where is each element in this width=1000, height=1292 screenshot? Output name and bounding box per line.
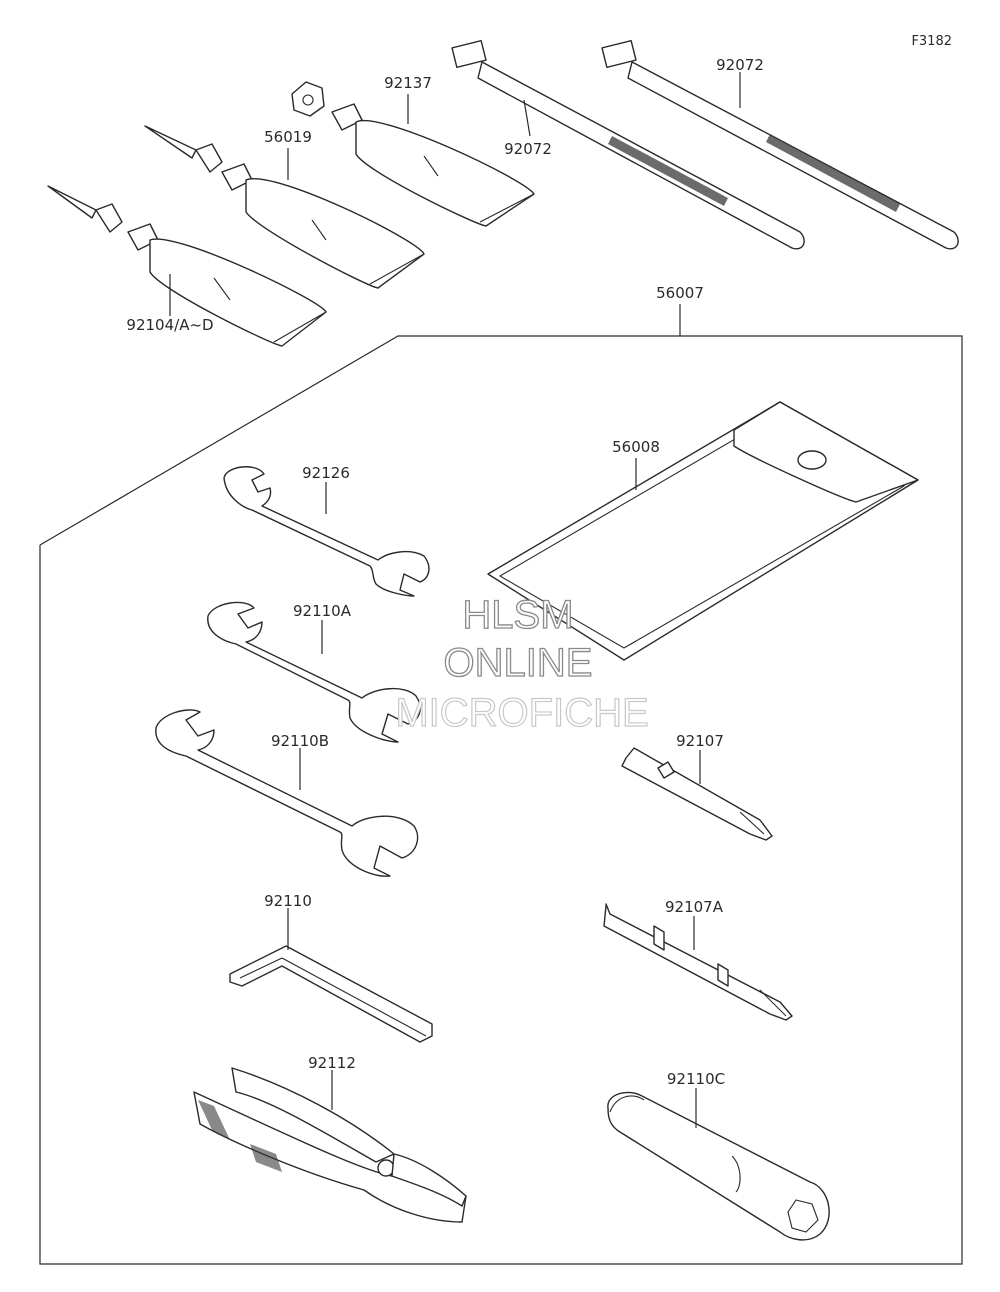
figure-id: F3182 xyxy=(911,34,952,49)
label-92137[interactable]: 92137 xyxy=(384,74,432,92)
wrench-92126[interactable] xyxy=(223,466,430,597)
wrench-92110B[interactable] xyxy=(155,709,419,877)
tool-kit-outline xyxy=(39,335,963,1265)
watermark-line3: MICROFICHE xyxy=(395,691,648,735)
label-92110[interactable]: 92110 xyxy=(264,892,312,910)
hex-key-92110[interactable] xyxy=(229,945,433,1043)
grease-tube-92137[interactable] xyxy=(291,81,535,227)
label-92107[interactable]: 92107 xyxy=(676,732,724,750)
box-spanner-92110C[interactable] xyxy=(607,1091,830,1241)
label-56019[interactable]: 56019 xyxy=(264,128,312,146)
label-92126[interactable]: 92126 xyxy=(302,464,350,482)
cable-tie-right[interactable] xyxy=(601,39,959,250)
label-92072-left[interactable]: 92072 xyxy=(504,140,552,158)
grease-tube-56019[interactable] xyxy=(144,125,425,289)
wrench-92110A[interactable] xyxy=(207,601,421,743)
label-56008[interactable]: 56008 xyxy=(612,438,660,456)
leader-92072-left xyxy=(523,99,531,137)
label-92110A[interactable]: 92110A xyxy=(293,602,352,620)
watermark-line1: HLSM xyxy=(462,593,573,637)
label-92104[interactable]: 92104/A~D xyxy=(126,316,213,334)
grease-tube-92104[interactable] xyxy=(47,185,327,347)
label-92112[interactable]: 92112 xyxy=(308,1054,356,1072)
label-56007[interactable]: 56007 xyxy=(656,284,704,302)
tool-bag-56008[interactable] xyxy=(487,401,919,661)
label-92072-right[interactable]: 92072 xyxy=(716,56,764,74)
cable-tie-left[interactable] xyxy=(451,39,805,250)
label-92110B[interactable]: 92110B xyxy=(271,732,329,750)
label-92107A[interactable]: 92107A xyxy=(665,898,724,916)
label-92110C[interactable]: 92110C xyxy=(667,1070,725,1088)
screwdriver-92107[interactable] xyxy=(621,747,773,841)
screwdriver-92107A[interactable] xyxy=(603,903,793,1021)
pliers-92112[interactable] xyxy=(193,1067,467,1223)
watermark-line2: ONLINE xyxy=(444,641,593,685)
